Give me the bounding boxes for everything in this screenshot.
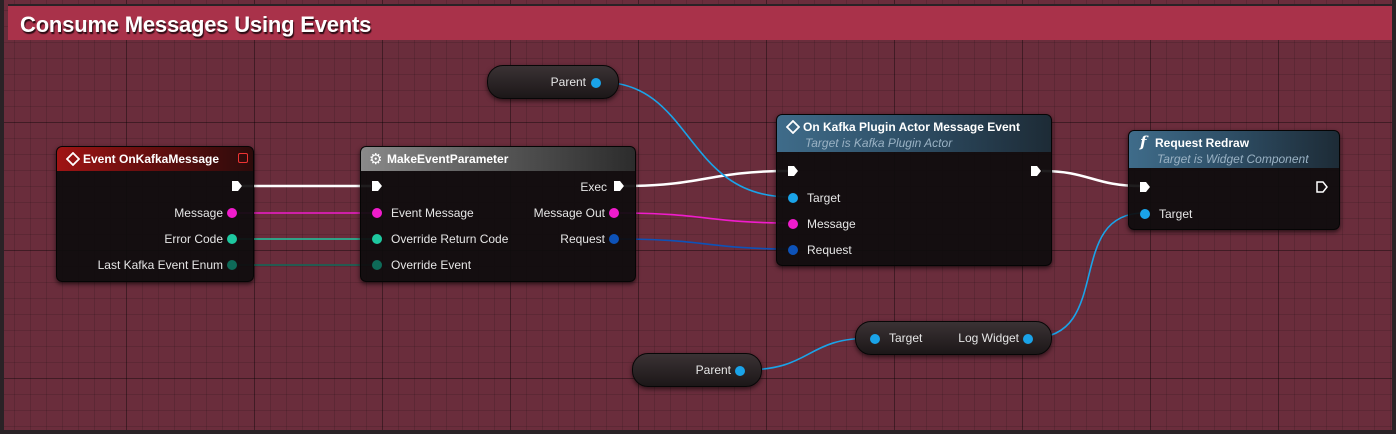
struct-in-pin[interactable]	[788, 245, 798, 255]
event-diamond-icon	[66, 152, 80, 166]
struct-wire-request	[619, 238, 791, 250]
comment-title: Consume Messages Using Events	[20, 12, 372, 37]
node-subtitle: Target is Widget Component	[1157, 152, 1309, 166]
node-parent-getter-bottom[interactable]: Parent	[632, 353, 762, 387]
node-event-on-kafka-message[interactable]: Event OnKafkaMessage Message Error Code …	[56, 146, 254, 282]
exec-in-pin[interactable]	[371, 180, 383, 192]
node-header: ⚙ MakeEventParameter	[361, 147, 635, 171]
pin-label-parent: Parent	[550, 75, 586, 89]
object-wire-log-widget-to-target	[1031, 212, 1145, 339]
node-title: MakeEventParameter	[387, 152, 509, 166]
exec-out-pin[interactable]	[1316, 181, 1328, 193]
node-title: On Kafka Plugin Actor Message Event	[803, 120, 1020, 134]
pin-label-message: Message	[174, 206, 223, 220]
node-on-kafka-plugin-actor-message-event[interactable]: On Kafka Plugin Actor Message Event Targ…	[776, 114, 1052, 266]
pin-label-exec: Exec	[580, 180, 607, 194]
gear-icon: ⚙	[369, 151, 383, 168]
pin-label-message: Message	[807, 217, 856, 231]
node-title: Event OnKafkaMessage	[83, 152, 220, 166]
pin-label-request: Request	[560, 232, 605, 246]
pin-label-target: Target	[807, 191, 841, 205]
string-in-pin[interactable]	[788, 219, 798, 229]
exec-wire-make-to-on-kafka	[623, 169, 790, 188]
pin-label-parent: Parent	[695, 363, 731, 377]
node-title: Request Redraw	[1155, 136, 1250, 150]
node-header: Event OnKafkaMessage	[57, 147, 253, 171]
pin-label-override-return-code: Override Return Code	[391, 232, 509, 246]
enum-in-pin[interactable]	[372, 260, 382, 270]
string-in-pin[interactable]	[372, 208, 382, 218]
exec-out-pin[interactable]	[231, 180, 243, 192]
pin-label-override-event: Override Event	[391, 258, 472, 272]
exec-in-pin[interactable]	[787, 165, 799, 177]
object-out-pin[interactable]	[591, 78, 601, 88]
object-in-pin[interactable]	[1140, 209, 1150, 219]
node-parent-getter-top[interactable]: Parent	[487, 65, 619, 99]
object-in-pin[interactable]	[870, 334, 880, 344]
exec-out-pin[interactable]	[613, 180, 625, 192]
pin-label-request: Request	[807, 243, 852, 257]
int-in-pin[interactable]	[372, 234, 382, 244]
wires-layer	[237, 81, 1145, 371]
pin-label-target: Target	[1159, 207, 1193, 221]
object-out-pin[interactable]	[1023, 334, 1033, 344]
struct-out-pin[interactable]	[609, 234, 619, 244]
string-out-pin[interactable]	[227, 208, 237, 218]
pin-label-last-kafka-event-enum: Last Kafka Event Enum	[97, 258, 223, 272]
exec-out-pin[interactable]	[1030, 165, 1042, 177]
string-out-pin[interactable]	[609, 208, 619, 218]
object-out-pin[interactable]	[735, 366, 745, 376]
exec-in-pin[interactable]	[1139, 181, 1151, 193]
enum-out-pin[interactable]	[227, 260, 237, 270]
pin-label-message-out: Message Out	[533, 206, 605, 220]
pin-label-log-widget: Log Widget	[958, 331, 1019, 345]
node-header: f Request Redraw Target is Widget Compon…	[1129, 131, 1339, 168]
event-diamond-icon	[786, 120, 800, 134]
comment-box-header[interactable]: Consume Messages Using Events	[8, 4, 1392, 40]
node-make-event-parameter[interactable]: ⚙ MakeEventParameter Exec Event Message …	[360, 146, 636, 282]
int-out-pin[interactable]	[227, 234, 237, 244]
node-header: On Kafka Plugin Actor Message Event Targ…	[777, 115, 1051, 152]
exec-wire-on-kafka-to-redraw	[1041, 169, 1142, 188]
function-f-icon: f	[1140, 133, 1147, 151]
pin-label-target: Target	[889, 331, 923, 345]
object-in-pin[interactable]	[788, 193, 798, 203]
pin-label-error-code: Error Code	[164, 232, 223, 246]
delegate-pin-icon[interactable]	[238, 153, 248, 163]
string-wire-message-out	[619, 212, 791, 224]
object-wire-parent-to-target	[599, 81, 791, 198]
node-subtitle: Target is Kafka Plugin Actor	[805, 136, 953, 150]
object-wire-parent-to-getter	[743, 337, 873, 371]
node-request-redraw[interactable]: f Request Redraw Target is Widget Compon…	[1128, 130, 1340, 230]
node-log-widget-getter[interactable]: Target Log Widget	[855, 321, 1052, 355]
pin-label-event-message: Event Message	[391, 206, 474, 220]
